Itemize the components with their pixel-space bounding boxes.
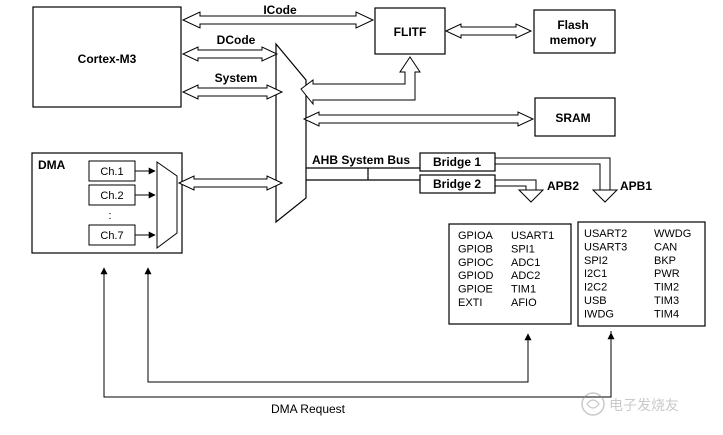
dma-channel-1-label: Ch.1	[100, 166, 123, 178]
flash-bus-arrow	[444, 23, 533, 39]
apb2-bus-arrowhead	[517, 189, 545, 203]
peripheral-label: ADC1	[511, 257, 540, 269]
peripheral-label: GPIOB	[458, 243, 493, 255]
peripheral-label: IWDG	[584, 308, 614, 320]
peripheral-label: I2C2	[584, 282, 607, 294]
watermark-text: 电子发烧友	[609, 397, 679, 413]
dma-label: DMA	[38, 158, 66, 172]
peripheral-label: USART1	[511, 230, 554, 242]
peripheral-label: TIM1	[511, 284, 536, 296]
bridge-2-label: Bridge 2	[433, 177, 481, 191]
icode-bus-arrow	[181, 11, 375, 29]
peripheral-label: ADC2	[511, 270, 540, 282]
bridge-1-block: Bridge 1	[419, 152, 496, 172]
peripheral-label: SPI2	[584, 255, 608, 267]
peripheral-label: WWDG	[654, 228, 691, 240]
apb1-bus-line	[495, 157, 611, 190]
system-label: System	[215, 71, 258, 85]
peripheral-label: USART3	[584, 241, 627, 253]
dma-channel-2-label: Ch.2	[100, 190, 123, 202]
peripheral-label: TIM3	[654, 295, 679, 307]
flash-label-line2: memory	[550, 33, 597, 47]
icode-label: ICode	[263, 3, 297, 17]
peripheral-label: GPIOD	[458, 270, 494, 282]
dma-bus-arrow	[177, 175, 284, 191]
peripheral-label: TIM4	[654, 308, 679, 320]
peripheral-label: EXTI	[458, 297, 482, 309]
peripheral-label: SPI1	[511, 243, 535, 255]
peripheral-label: PWR	[654, 268, 680, 280]
bus-matrix	[275, 42, 307, 224]
cortex-m3-block: Cortex-M3	[32, 6, 182, 108]
peripheral-label: GPIOA	[458, 230, 494, 242]
peripheral-label: AFIO	[511, 297, 537, 309]
dma-mux	[156, 161, 178, 249]
flash-label-line1: Flash	[557, 18, 588, 32]
apb1-label: APB1	[620, 179, 652, 193]
sram-block: SRAM	[534, 97, 616, 137]
sram-label: SRAM	[555, 111, 590, 125]
dma-request-line-inner	[144, 267, 532, 383]
flitf-block: FLITF	[374, 7, 446, 55]
dcode-label: DCode	[217, 33, 256, 47]
dcode-bus-arrow	[181, 46, 279, 62]
system-bus-arrow	[181, 84, 284, 100]
peripheral-label: GPIOC	[458, 257, 494, 269]
apb2-bus-line	[495, 179, 537, 190]
peripheral-label: BKP	[654, 255, 676, 267]
peripheral-label: I2C1	[584, 268, 607, 280]
peripheral-label: USART2	[584, 228, 627, 240]
matrix-to-flitf-arrow	[300, 56, 421, 106]
bridge-2-block: Bridge 2	[419, 174, 496, 194]
peripheral-label: GPIOE	[458, 284, 493, 296]
flash-memory-block: Flash memory	[533, 9, 616, 54]
ahb-system-bus-label: AHB System Bus	[312, 153, 410, 167]
dma-channel-7-label: Ch.7	[100, 230, 123, 242]
apb2-label: APB2	[547, 179, 579, 193]
dma-request-label: DMA Request	[271, 402, 346, 416]
bridge-1-label: Bridge 1	[433, 155, 481, 169]
peripheral-label: TIM2	[654, 282, 679, 294]
apb1-bus-arrowhead	[591, 189, 619, 203]
dma-block: DMA Ch.1 Ch.2 : Ch.7	[31, 152, 183, 254]
flitf-label: FLITF	[394, 25, 427, 39]
watermark-logo: 电子发烧友	[581, 392, 679, 416]
sram-bus-arrow	[302, 111, 535, 127]
cortex-m3-label: Cortex-M3	[78, 52, 137, 66]
dma-channel-ellipsis: :	[108, 210, 111, 222]
peripheral-label: USB	[584, 295, 607, 307]
peripheral-label: CAN	[654, 241, 677, 253]
